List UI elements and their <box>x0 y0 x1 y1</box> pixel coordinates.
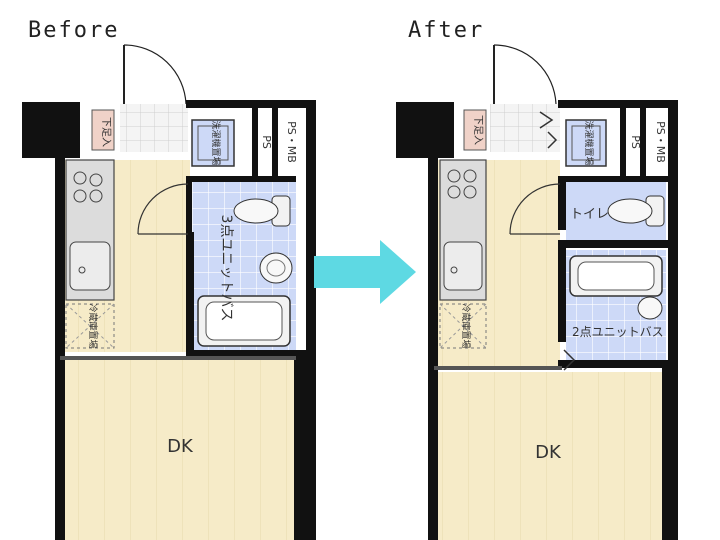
after-entry-door <box>493 44 557 105</box>
before-psmb-label: PS・MB <box>285 121 298 163</box>
after-toilet-door <box>509 183 561 235</box>
after-genkan-floor <box>490 104 560 152</box>
before-shoe-cabinet <box>91 109 115 151</box>
before-bathtub-icon <box>197 295 291 347</box>
after-fridge-label: 冷蔵庫置場 <box>460 303 472 348</box>
before-genkan-floor <box>120 104 188 152</box>
before-dk-floor <box>62 360 294 540</box>
after-dk-label: DK <box>535 442 562 463</box>
before-wall-block <box>22 102 80 158</box>
before-unit-bath-label: 3点ユニットバス <box>218 215 234 322</box>
before-bath-door <box>137 183 189 235</box>
after-washer-box <box>565 119 607 167</box>
before-fridge-label: 冷蔵庫置場 <box>87 303 99 348</box>
before-entry-door <box>123 44 187 105</box>
before-sink-icon <box>259 252 293 284</box>
after-fridge-area <box>439 303 487 349</box>
right-arrow-icon <box>314 240 416 304</box>
after-dk-floor <box>434 372 664 540</box>
after-title: After <box>408 18 485 43</box>
before-toilet-icon <box>233 195 291 227</box>
after-psmb-label: PS・MB <box>654 121 667 163</box>
after-plan: 下足入 洗濯機置場 PS PS・MB トイレ 2点ユニットバス 冷蔵庫置場 DK <box>396 44 678 540</box>
after-toilet-icon <box>607 195 665 227</box>
before-title: Before <box>28 18 120 43</box>
after-sink-icon <box>637 296 663 320</box>
before-washer-label: 洗濯機置場 <box>210 120 222 165</box>
after-bathtub-icon <box>569 255 663 297</box>
after-genkan-label: 下足入 <box>472 115 484 145</box>
after-shoe-cabinet <box>463 109 487 151</box>
after-wall-block <box>396 102 454 158</box>
after-toilet-label: トイレ <box>570 207 609 222</box>
before-dk-label: DK <box>167 436 194 457</box>
before-genkan-label: 下足入 <box>100 117 112 147</box>
after-ps-label: PS <box>629 135 642 149</box>
before-washer-box <box>191 119 235 167</box>
before-ps-label: PS <box>260 135 273 149</box>
before-fridge-area <box>65 303 115 349</box>
after-washer-label: 洗濯機置場 <box>583 120 595 165</box>
after-unit-bath-label: 2点ユニットバス <box>572 325 664 339</box>
before-plan: 下足入 洗濯機置場 PS PS・MB 3点ユニットバス 冷蔵庫置場 DK <box>22 44 316 540</box>
